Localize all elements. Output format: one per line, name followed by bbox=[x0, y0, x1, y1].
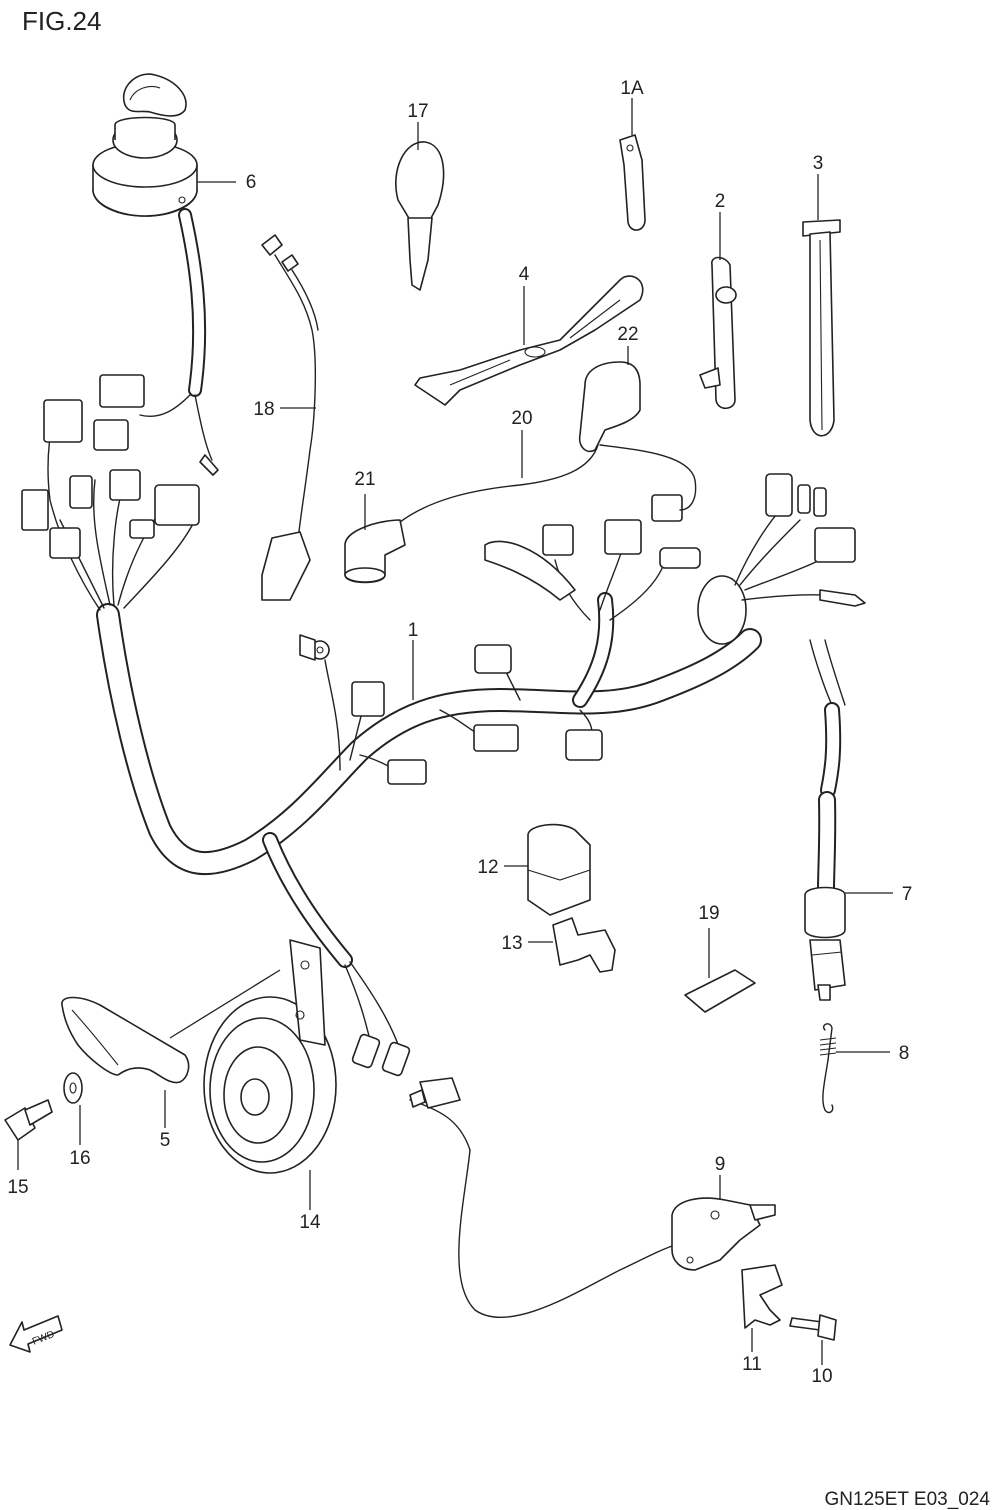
fwd-arrow-icon: FWD bbox=[9, 1315, 63, 1353]
part-label-16: 16 bbox=[69, 1148, 90, 1169]
part-label-15: 15 bbox=[7, 1177, 28, 1198]
part-label-22: 22 bbox=[617, 324, 638, 345]
part-label-17: 17 bbox=[407, 101, 428, 122]
relay-bracket[interactable] bbox=[528, 917, 616, 973]
left-connector-cluster bbox=[21, 374, 200, 559]
switch-bracket[interactable] bbox=[741, 1264, 783, 1352]
part-label-2: 2 bbox=[715, 191, 726, 212]
harness-clamp[interactable] bbox=[699, 212, 737, 410]
diagram-code: GN125ET E03_024 bbox=[825, 1489, 991, 1510]
lead-wire[interactable] bbox=[261, 234, 319, 601]
horn[interactable] bbox=[203, 939, 337, 1210]
part-label-21: 21 bbox=[354, 469, 375, 490]
part-label-1: 1 bbox=[408, 620, 419, 641]
part-label-9: 9 bbox=[715, 1154, 726, 1175]
part-label-4: 4 bbox=[519, 264, 530, 285]
holder-plate[interactable] bbox=[414, 275, 644, 406]
rear-stop-switch[interactable] bbox=[804, 639, 893, 1001]
plug-cap-wire[interactable] bbox=[399, 430, 697, 523]
horn-wires bbox=[344, 961, 411, 1077]
part-label-7: 7 bbox=[902, 884, 913, 905]
bolt[interactable] bbox=[4, 1099, 53, 1170]
part-label-1a: 1A bbox=[620, 78, 644, 99]
main-wiring-harness[interactable] bbox=[47, 399, 866, 968]
front-stop-switch[interactable] bbox=[409, 1077, 776, 1319]
ignition-switch[interactable] bbox=[92, 73, 236, 476]
part-label-11: 11 bbox=[742, 1354, 762, 1375]
part-label-10: 10 bbox=[811, 1366, 832, 1387]
cap-cover[interactable] bbox=[344, 494, 406, 584]
figure-title: FIG.24 bbox=[22, 6, 101, 36]
key[interactable] bbox=[395, 122, 445, 291]
part-label-14: 14 bbox=[299, 1212, 321, 1233]
part-label-3: 3 bbox=[813, 153, 824, 174]
cushion-pad[interactable] bbox=[684, 928, 756, 1013]
part-label-13: 13 bbox=[501, 933, 522, 954]
part-label-19: 19 bbox=[698, 903, 719, 924]
part-label-18: 18 bbox=[253, 399, 274, 420]
cap-boot[interactable] bbox=[578, 346, 641, 453]
horn-strap[interactable] bbox=[61, 969, 281, 1128]
part-label-8: 8 bbox=[899, 1043, 910, 1064]
relay[interactable] bbox=[504, 823, 591, 916]
part-label-5: 5 bbox=[160, 1130, 171, 1151]
part-labels: 1 1A 2 3 4 5 6 7 8 9 10 11 12 13 14 15 1… bbox=[7, 78, 912, 1387]
washer[interactable] bbox=[63, 1072, 83, 1145]
harness-clamp-1a[interactable] bbox=[619, 98, 646, 231]
part-label-6: 6 bbox=[246, 172, 257, 193]
switch-spring[interactable] bbox=[819, 1023, 890, 1114]
part-label-12: 12 bbox=[477, 857, 498, 878]
screw[interactable] bbox=[789, 1314, 837, 1365]
part-label-20: 20 bbox=[511, 408, 532, 429]
leader-line-strap bbox=[169, 969, 281, 1039]
harness-band[interactable] bbox=[802, 174, 841, 437]
